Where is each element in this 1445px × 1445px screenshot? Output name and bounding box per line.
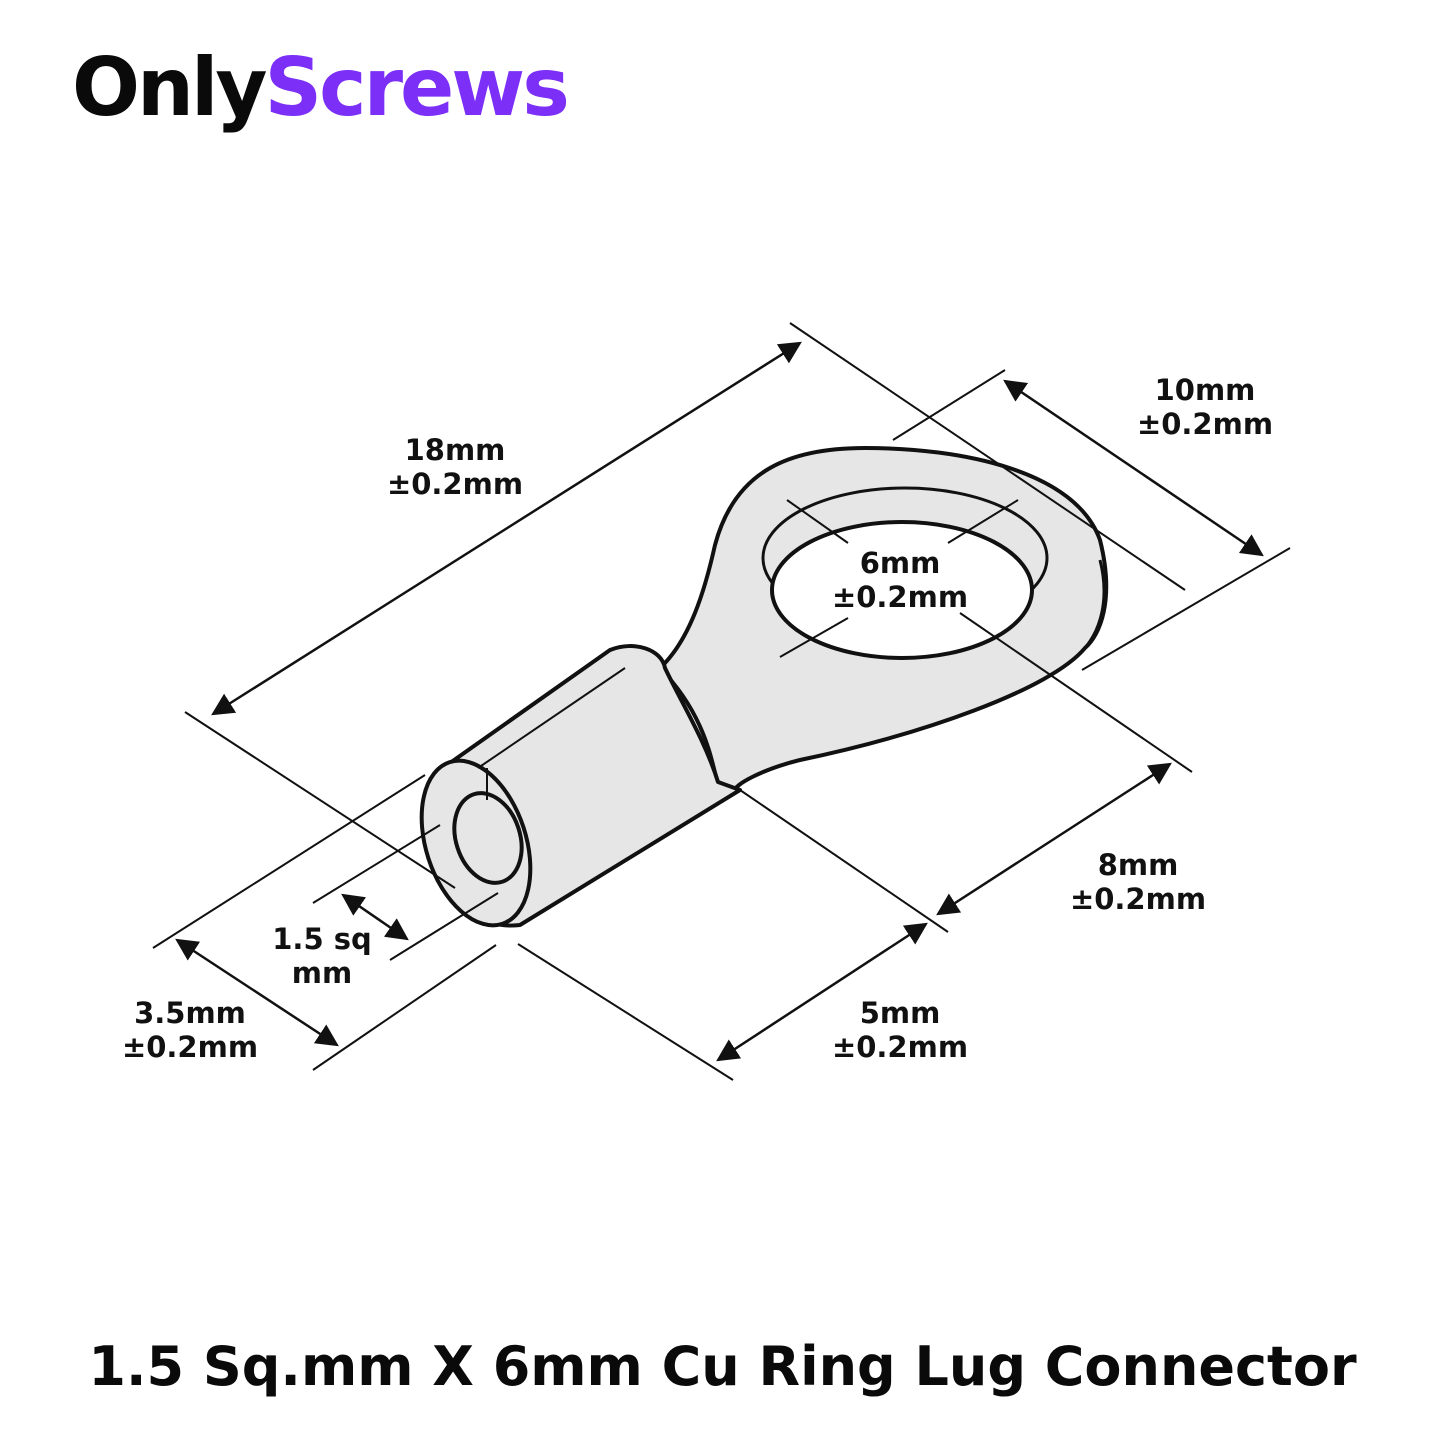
ring-lug (419, 446, 1109, 928)
label-ring-outer-value: 10mm (1155, 373, 1256, 407)
arrow-ring-width (936, 762, 1172, 916)
label-barrel-length-tol: ±0.2mm (832, 1030, 968, 1064)
arrow-wire-size (341, 893, 409, 941)
arrow-overall-length (211, 341, 802, 716)
barrel-bore (452, 791, 524, 885)
label-ring-width-tol: ±0.2mm (1070, 882, 1206, 916)
label-wire-size-line2: mm (292, 956, 352, 990)
arrow-ring-outer (1003, 379, 1264, 557)
label-overall-length-value: 18mm (405, 433, 506, 467)
label-stud-hole-value: 6mm (860, 546, 941, 580)
label-ring-width-value: 8mm (1098, 848, 1179, 882)
brand-logo-part1: Only (72, 41, 268, 134)
dimension-labels: 18mm ±0.2mm 10mm ±0.2mm 6mm ±0.2mm 8mm ±… (122, 373, 1273, 1064)
label-ring-outer-tol: ±0.2mm (1137, 407, 1273, 441)
arrow-barrel-length (716, 922, 928, 1062)
extension-lines (152, 322, 1291, 1081)
label-barrel-diameter-tol: ±0.2mm (122, 1030, 258, 1064)
arrow-barrel-diameter (175, 938, 339, 1047)
dimension-arrows (175, 341, 1264, 1062)
brand-logo: OnlyScrews (72, 48, 570, 128)
label-stud-hole-tol: ±0.2mm (832, 580, 968, 614)
label-barrel-length-value: 5mm (860, 996, 941, 1030)
label-wire-size-line1: 1.5 sq (272, 922, 372, 956)
product-title: 1.5 Sq.mm X 6mm Cu Ring Lug Connector (88, 1335, 1357, 1398)
label-barrel-diameter-value: 3.5mm (134, 996, 246, 1030)
ring-edge (1083, 559, 1106, 649)
label-overall-length-tol: ±0.2mm (387, 467, 523, 501)
brand-logo-part2: Screws (264, 41, 570, 134)
